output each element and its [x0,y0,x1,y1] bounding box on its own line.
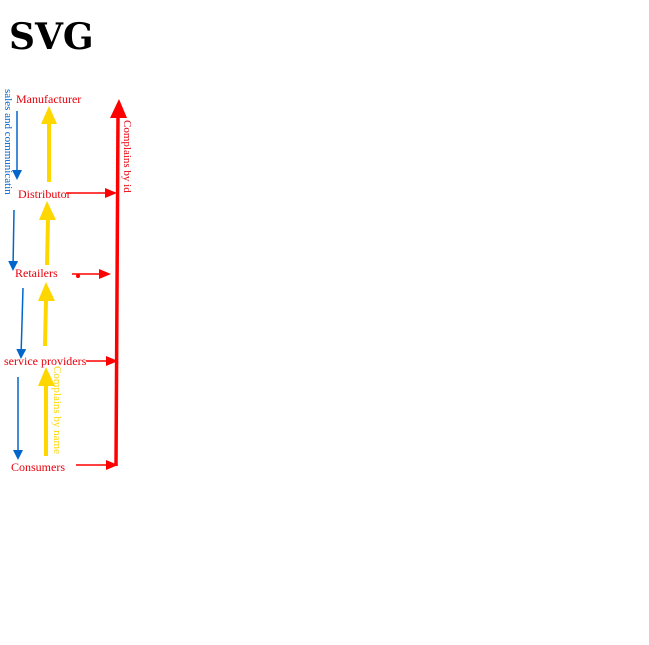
node-manufacturer: Manufacturer [16,92,81,106]
sales-communication-label: sales and communicatin [2,89,14,195]
feedback-arrowhead-1 [41,106,57,124]
feedback-arrow-retailers-distributor [45,218,50,266]
node-retailers: Retailers [15,266,58,280]
sales-arrow-distributor-retailers [8,209,19,271]
feedback-arrowhead-2 [39,201,56,220]
complains-by-id-arrow [114,116,120,467]
node-distributor: Distributor [18,187,71,201]
feedback-arrowhead-4 [38,367,55,386]
complaint-arrow-dot [76,274,80,278]
feedback-arrowhead-3 [38,282,55,301]
feedback-arrow-service-providers-retailers [43,299,48,347]
complains-by-name-label: Complains by name [51,366,63,454]
complains-by-id-label: Complains by id [121,120,133,193]
sales-arrow-retailers-service-providers [16,287,27,359]
node-consumers: Consumers [11,460,65,474]
page-title: SVG [9,16,94,58]
node-service-providers: service providers [4,354,87,368]
complains-by-id-arrowhead [110,99,127,118]
